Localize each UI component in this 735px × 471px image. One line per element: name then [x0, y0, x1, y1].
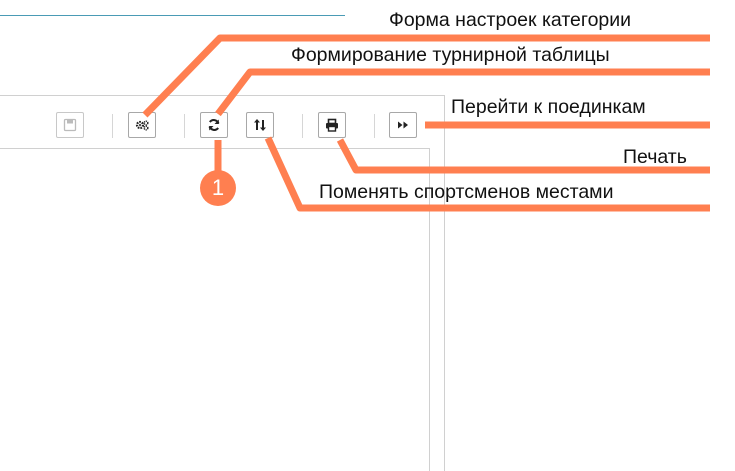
toolbar-separator [184, 114, 185, 138]
step-badge: 1 [200, 170, 236, 206]
print-button[interactable] [318, 112, 346, 138]
printer-icon [326, 118, 338, 132]
panel-top-border [0, 95, 445, 96]
toolbar-separator [374, 114, 375, 138]
header-line [0, 15, 345, 16]
toolbar-separator [112, 114, 113, 138]
panel-right-border [444, 95, 445, 471]
callout-tournament-table: Формирование турнирной таблицы [291, 44, 610, 66]
category-settings-button[interactable] [128, 112, 156, 138]
forward-icon [398, 121, 408, 129]
callout-category-settings: Форма настроек категории [389, 9, 632, 31]
swap-arrows-icon [254, 119, 266, 131]
callout-go-to-fights: Перейти к поединкам [451, 96, 646, 118]
refresh-icon [208, 119, 220, 131]
leader-tournament-table [215, 68, 710, 117]
swap-button[interactable] [246, 112, 274, 138]
gears-icon [135, 120, 149, 131]
toolbar-separator [302, 114, 303, 138]
refresh-button[interactable] [200, 112, 228, 138]
leader-swap [264, 136, 710, 212]
save-button[interactable] [56, 112, 84, 138]
fights-button[interactable] [389, 112, 417, 138]
leader-category-settings [142, 34, 710, 118]
callout-print: Печать [623, 146, 687, 168]
save-icon [63, 118, 77, 132]
leader-print [336, 138, 710, 174]
content-right-border [429, 148, 430, 471]
callout-swap-athletes: Поменять спортсменов местами [319, 181, 614, 203]
